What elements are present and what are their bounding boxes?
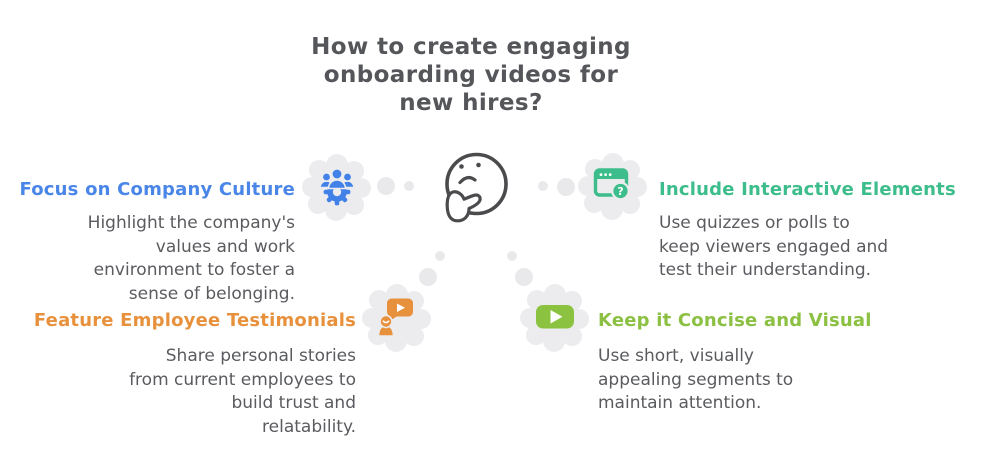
body-line: from current employees to <box>129 369 356 390</box>
body-line: Use quizzes or polls to <box>659 213 850 233</box>
title-line: How to create engaging <box>311 34 631 60</box>
body-line: environment to foster a <box>93 260 295 280</box>
thought-dot <box>557 178 575 196</box>
page-title: How to create engaging onboarding videos… <box>271 33 671 117</box>
thinking-face-icon <box>434 147 519 232</box>
section-body-interactive: Use quizzes or polls to keep viewers eng… <box>659 212 989 283</box>
section-body-culture: Highlight the company's values and work … <box>0 212 295 306</box>
section-body-testimonials: Share personal stories from current empl… <box>0 345 356 439</box>
body-line: maintain attention. <box>598 393 762 413</box>
body-line: Share personal stories <box>165 346 356 366</box>
team-gear-icon <box>302 152 372 222</box>
title-line: new hires? <box>399 90 543 116</box>
body-line: test their understanding. <box>659 260 872 280</box>
body-line: values and work <box>155 236 295 257</box>
play-button-icon <box>519 282 591 354</box>
thought-dot <box>538 181 548 191</box>
body-line: build trust and <box>231 393 356 413</box>
body-line: keep viewers engaged and <box>659 236 889 257</box>
body-line: Use short, visually <box>598 346 754 366</box>
section-body-concise: Use short, visually appealing segments t… <box>598 345 928 416</box>
body-line: sense of belonging. <box>128 283 295 304</box>
testimonial-speech-icon <box>361 282 433 354</box>
section-heading-interactive: Include Interactive Elements <box>659 179 956 200</box>
thought-dot <box>515 268 533 286</box>
thought-dot <box>377 177 395 195</box>
title-line: onboarding videos for <box>323 62 619 88</box>
thought-dot <box>435 251 445 261</box>
svg-text:?: ? <box>617 185 623 198</box>
section-heading-culture: Focus on Company Culture <box>19 179 295 200</box>
section-heading-testimonials: Feature Employee Testimonials <box>33 310 356 331</box>
thought-dot <box>404 181 414 191</box>
thought-dot <box>507 251 517 261</box>
thought-dot <box>419 268 437 286</box>
section-heading-concise: Keep it Concise and Visual <box>598 310 872 331</box>
quiz-window-icon: ? <box>578 151 648 221</box>
body-line: relatability. <box>262 416 356 437</box>
body-line: Highlight the company's <box>87 213 295 233</box>
body-line: appealing segments to <box>598 369 794 390</box>
